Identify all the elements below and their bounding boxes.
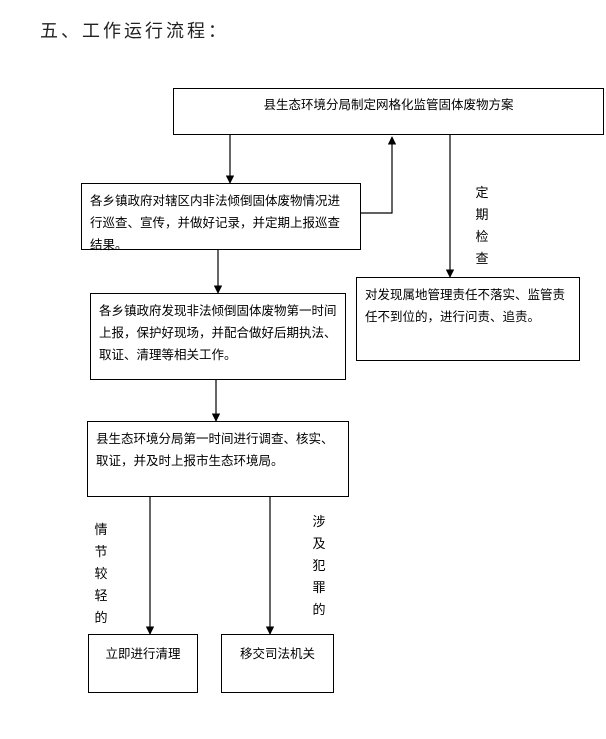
patrol-box: 各乡镇政府对辖区内非法倾倒固体废物情况进行巡查、宣传，并做好记录，并定期上报巡查… <box>81 183 361 252</box>
periodic-check-char: 查 <box>475 252 489 267</box>
clean-box-text: 立即进行清理 <box>105 646 181 661</box>
periodic-check-char: 定 <box>475 186 489 201</box>
accountability-box-text: 对发现属地管理责任不落实、监管责任不到位的，进行问责、追责。 <box>365 287 566 324</box>
criminal-case-char: 及 <box>312 537 326 552</box>
investigate-box: 县生态环境分局第一时间进行调查、核实、取证，并及时上报市生态环境局。 <box>87 421 349 497</box>
clean-box: 立即进行清理 <box>88 634 198 693</box>
periodic-check-char: 期 <box>475 208 489 223</box>
page-title: 五、工作运行流程： <box>40 21 229 42</box>
minor-case-char: 节 <box>94 545 108 560</box>
patrol-box-text: 各乡镇政府对辖区内非法倾倒固体废物情况进行巡查、宣传，并做好记录，并定期上报巡查… <box>90 193 341 252</box>
minor-case-label: 情 节 较 轻 的 <box>93 520 109 630</box>
periodic-check-char: 检 <box>475 230 489 245</box>
plan-box-text: 县生态环境分局制定网格化监管固体废物方案 <box>263 97 514 112</box>
criminal-case-char: 的 <box>312 603 326 618</box>
arrow-patrol-to-plan <box>361 136 397 214</box>
criminal-case-label: 涉 及 犯 罪 的 <box>311 512 327 622</box>
criminal-case-char: 犯 <box>312 559 326 574</box>
plan-box: 县生态环境分局制定网格化监管固体废物方案 <box>173 88 604 135</box>
minor-case-char: 情 <box>94 523 108 538</box>
transfer-box: 移交司法机关 <box>221 634 334 693</box>
accountability-box: 对发现属地管理责任不落实、监管责任不到位的，进行问责、追责。 <box>356 277 580 361</box>
investigate-box-text: 县生态环境分局第一时间进行调查、核实、取证，并及时上报市生态环境局。 <box>96 431 334 468</box>
transfer-box-text: 移交司法机关 <box>239 646 315 661</box>
criminal-case-char: 罪 <box>312 581 326 596</box>
report-box: 各乡镇政府发现非法倾倒固体废物第一时间上报，保护好现场，并配合做好后期执法、取证… <box>90 293 346 380</box>
minor-case-char: 轻 <box>94 589 108 604</box>
minor-case-char: 较 <box>94 567 108 582</box>
minor-case-char: 的 <box>94 611 108 626</box>
criminal-case-char: 涉 <box>312 515 326 530</box>
periodic-check-label: 定 期 检 查 <box>474 183 490 271</box>
report-box-text: 各乡镇政府发现非法倾倒固体废物第一时间上报，保护好现场，并配合做好后期执法、取证… <box>99 303 337 362</box>
